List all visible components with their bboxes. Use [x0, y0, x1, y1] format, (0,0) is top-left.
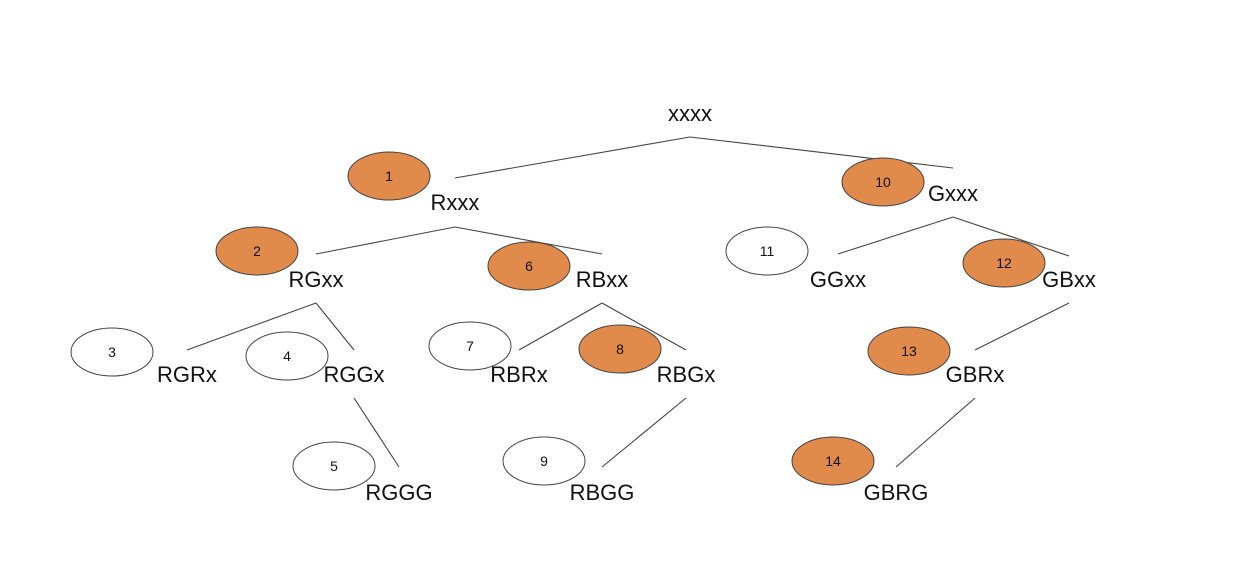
visit-marker-11: 11 [725, 226, 809, 276]
node-label-RBRx: RBRx [490, 362, 547, 387]
visit-order-number: 10 [875, 174, 891, 190]
visit-marker-ellipse [725, 226, 809, 276]
edge-Rxxx-RGxx [315, 226, 456, 255]
visit-order-number: 9 [540, 453, 548, 469]
visit-marker-ellipse [962, 238, 1046, 288]
visit-marker-3: 3 [70, 327, 154, 377]
visit-marker-ellipse [215, 226, 299, 276]
node-label-RGxx: RGxx [289, 267, 344, 292]
visit-marker-10: 10 [841, 157, 925, 207]
edges-layer [186, 136, 1070, 468]
visit-order-number: 13 [901, 343, 917, 359]
visit-marker-9: 9 [502, 436, 586, 486]
node-label-GBxx: GBxx [1042, 267, 1096, 292]
visit-marker-6: 6 [487, 241, 571, 291]
visit-order-number: 4 [283, 348, 291, 364]
edge-RBxx-RBRx [518, 302, 603, 351]
visit-marker-12: 12 [962, 238, 1046, 288]
node-label-Rxxx: Rxxx [431, 190, 480, 215]
node-label-GGxx: GGxx [810, 267, 866, 292]
edge-RBxx-RBGx [601, 302, 687, 351]
visit-order-number: 5 [330, 458, 338, 474]
visit-marker-ellipse [347, 151, 431, 201]
visit-order-number: 8 [616, 341, 624, 357]
node-label-Gxxx: Gxxx [928, 181, 978, 206]
visit-marker-ellipse [578, 324, 662, 374]
edge-RBGx-RBGG [601, 397, 687, 468]
edge-Gxxx-GBxx [952, 216, 1070, 257]
visit-order-number: 12 [996, 255, 1012, 271]
visit-marker-7: 7 [428, 321, 512, 371]
edge-root-Gxxx [689, 136, 954, 169]
node-label-RBGG: RBGG [570, 480, 635, 505]
edge-RGxx-RGRx [186, 302, 317, 351]
node-label-GBRG: GBRG [864, 480, 929, 505]
visit-marker-ellipse [841, 157, 925, 207]
visit-order-number: 11 [760, 243, 775, 259]
edge-RGxx-RGGx [315, 302, 355, 351]
visit-marker-ellipse [791, 436, 875, 486]
visit-marker-ellipse [292, 441, 376, 491]
visit-order-number: 14 [825, 453, 841, 469]
visit-marker-ellipse [487, 241, 571, 291]
visit-marker-13: 13 [867, 326, 951, 376]
visit-marker-ellipse [70, 327, 154, 377]
visit-marker-4: 4 [245, 331, 329, 381]
edge-root-Rxxx [454, 136, 691, 179]
visit-order-number: 7 [466, 338, 474, 354]
node-label-RGGG: RGGG [365, 480, 432, 505]
visit-marker-ellipse [867, 326, 951, 376]
visit-order-number: 3 [108, 344, 116, 360]
visit-marker-ellipse [428, 321, 512, 371]
visit-order-number: 6 [525, 258, 533, 274]
edge-RGGx-RGGG [353, 397, 400, 468]
node-label-RBxx: RBxx [576, 267, 629, 292]
edge-GBRx-GBRG [895, 397, 976, 468]
visit-marker-8: 8 [578, 324, 662, 374]
node-label-RBGx: RBGx [657, 362, 716, 387]
visit-order-number: 1 [385, 168, 393, 184]
visit-marker-ellipse [502, 436, 586, 486]
visit-marker-2: 2 [215, 226, 299, 276]
edge-GBxx-GBRx [974, 302, 1070, 351]
edge-Gxxx-GGxx [837, 216, 954, 255]
node-label-RGGx: RGGx [323, 362, 384, 387]
visit-marker-ellipse [245, 331, 329, 381]
visit-marker-14: 14 [791, 436, 875, 486]
node-label-RGRx: RGRx [157, 362, 217, 387]
visit-marker-1: 1 [347, 151, 431, 201]
edge-Rxxx-RBxx [454, 226, 603, 255]
node-label-root: xxxx [668, 101, 712, 126]
node-label-GBRx: GBRx [946, 362, 1005, 387]
visit-order-number: 2 [253, 243, 261, 259]
visit-marker-5: 5 [292, 441, 376, 491]
